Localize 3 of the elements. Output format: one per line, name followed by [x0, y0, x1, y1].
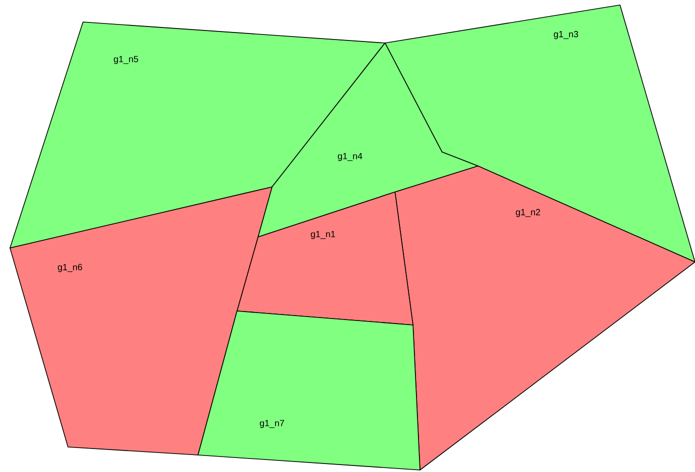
region: g1_n2 [394, 166, 695, 470]
region: g1_n1 [236, 192, 414, 326]
region: g1_n7 [198, 310, 420, 470]
